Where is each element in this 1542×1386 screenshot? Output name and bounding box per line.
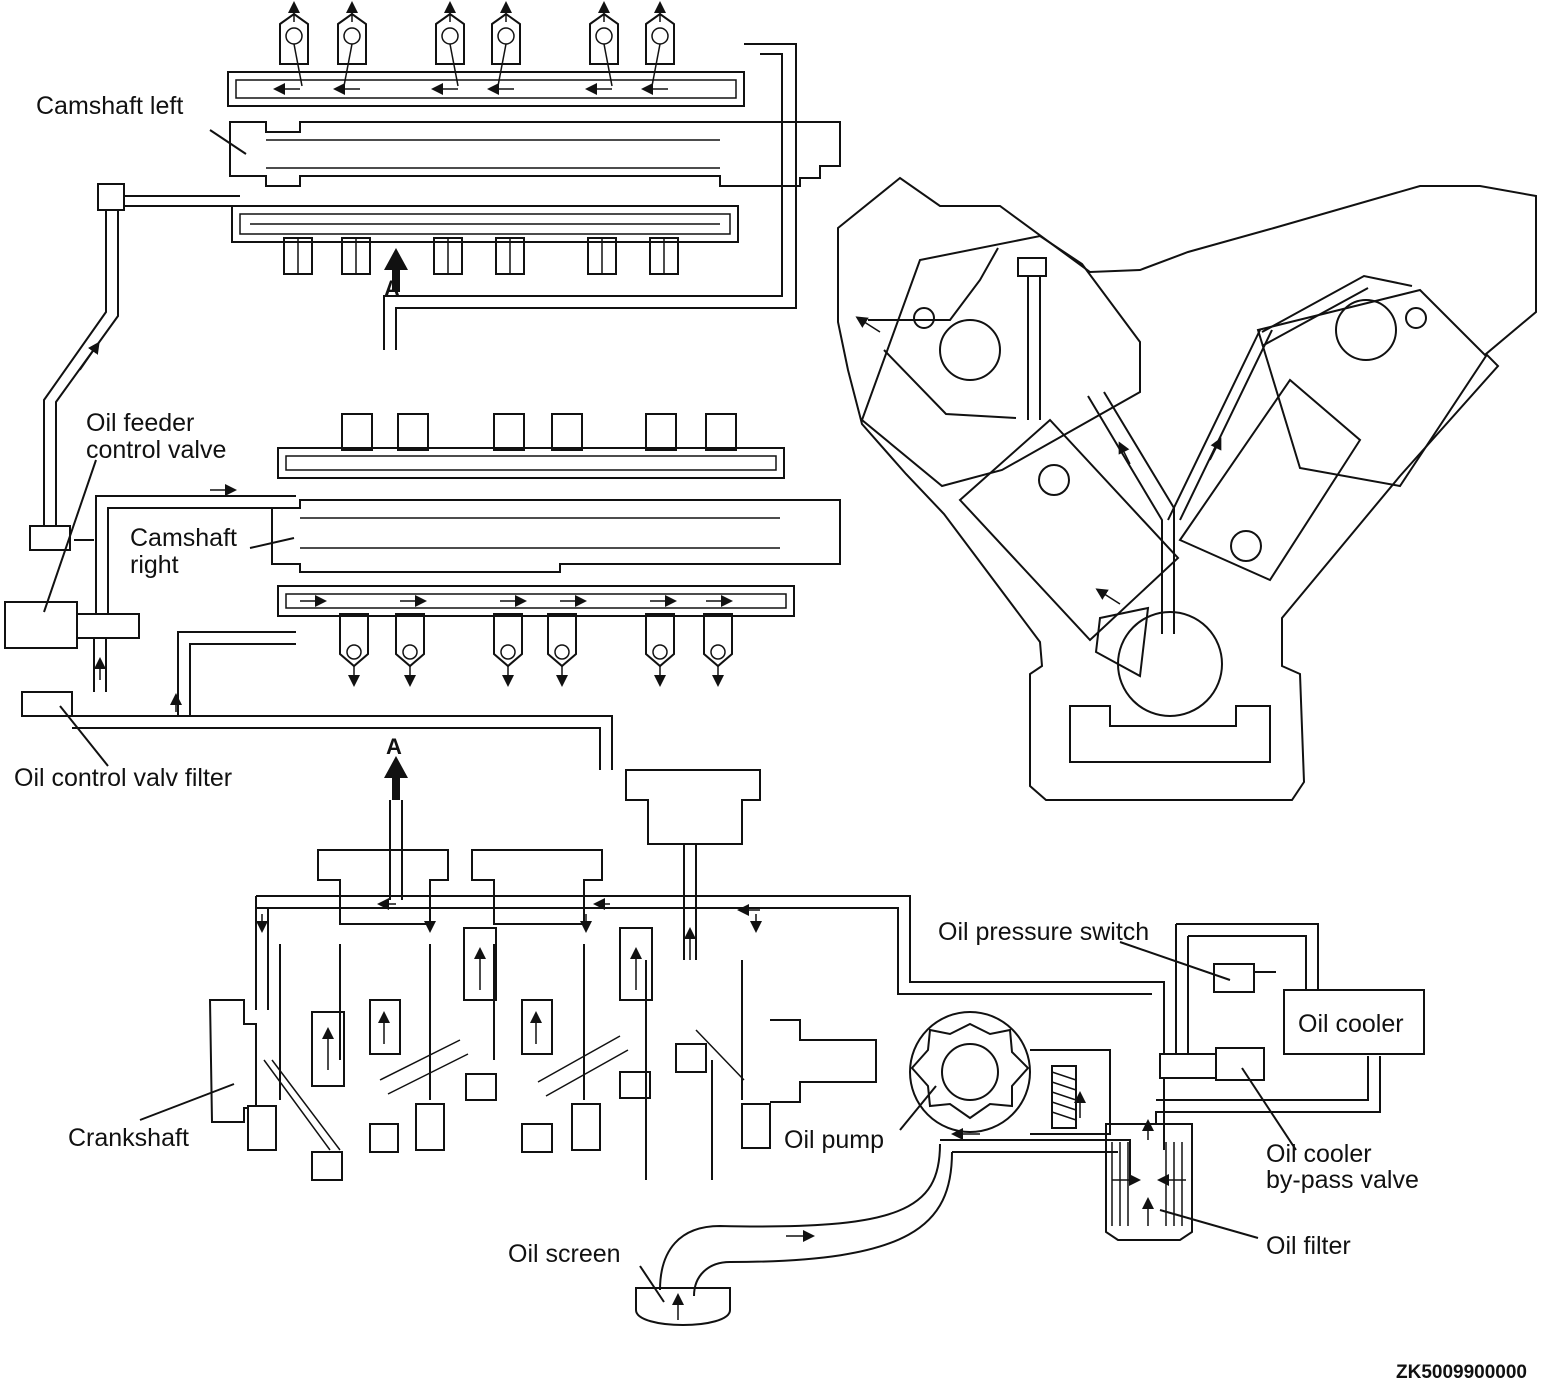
camshaft-left-upper-rockers: [273, 1, 675, 95]
oil-cooler-assembly: [1159, 923, 1425, 1081]
oil-cooler-box: [1283, 989, 1425, 1055]
label-oil-cooler: Oil cooler: [1298, 1010, 1404, 1038]
label-crankshaft: Crankshaft: [68, 1124, 189, 1152]
camshaft-left-assembly: [112, 43, 841, 350]
label-oil-pump: Oil pump: [784, 1126, 885, 1154]
leader-lines: [43, 129, 1297, 1303]
label-oil-cooler-bypass-line1: Oil cooler: [1266, 1140, 1372, 1168]
label-oil-pressure-switch: Oil pressure switch: [938, 918, 1150, 946]
engine-cross-section: [837, 176, 1537, 801]
label-oil-filter: Oil filter: [1266, 1232, 1351, 1260]
marker-lower-a: A: [386, 734, 402, 759]
lower-flow-arrow: [384, 756, 408, 800]
oil-pump-assembly: [909, 1011, 1131, 1180]
label-camshaft-right-line1: Camshaft: [130, 524, 237, 552]
camshaft-right-rockers: [300, 413, 737, 687]
oil-pressure-switch: [1213, 963, 1255, 993]
oil-filter-assembly: [1105, 1056, 1381, 1241]
label-oil-cooler-bypass-line2: by-pass valve: [1266, 1166, 1419, 1194]
label-camshaft-left: Camshaft left: [36, 92, 184, 120]
label-camshaft-right-line2: right: [130, 551, 179, 579]
oil-feeder-control-valve: [4, 601, 78, 649]
crankshaft-assembly: [208, 769, 1165, 1181]
label-oil-feeder-line1: Oil feeder: [86, 409, 195, 437]
camshaft-left-lower-rockers: [250, 223, 720, 275]
oil-cooler-bypass-valve: [1215, 1047, 1265, 1081]
camshaft-right-assembly: [271, 447, 841, 617]
label-oil-feeder-line2: control valve: [86, 436, 227, 464]
oil-screen-assembly: [635, 1143, 953, 1326]
label-oil-control-valve-filter: Oil control valv filter: [14, 764, 233, 792]
label-oil-screen: Oil screen: [508, 1240, 621, 1268]
upper-flow-arrow: [384, 248, 408, 292]
marker-upper-a: A: [384, 276, 400, 301]
figure-code: ZK5009900000: [1396, 1362, 1527, 1383]
